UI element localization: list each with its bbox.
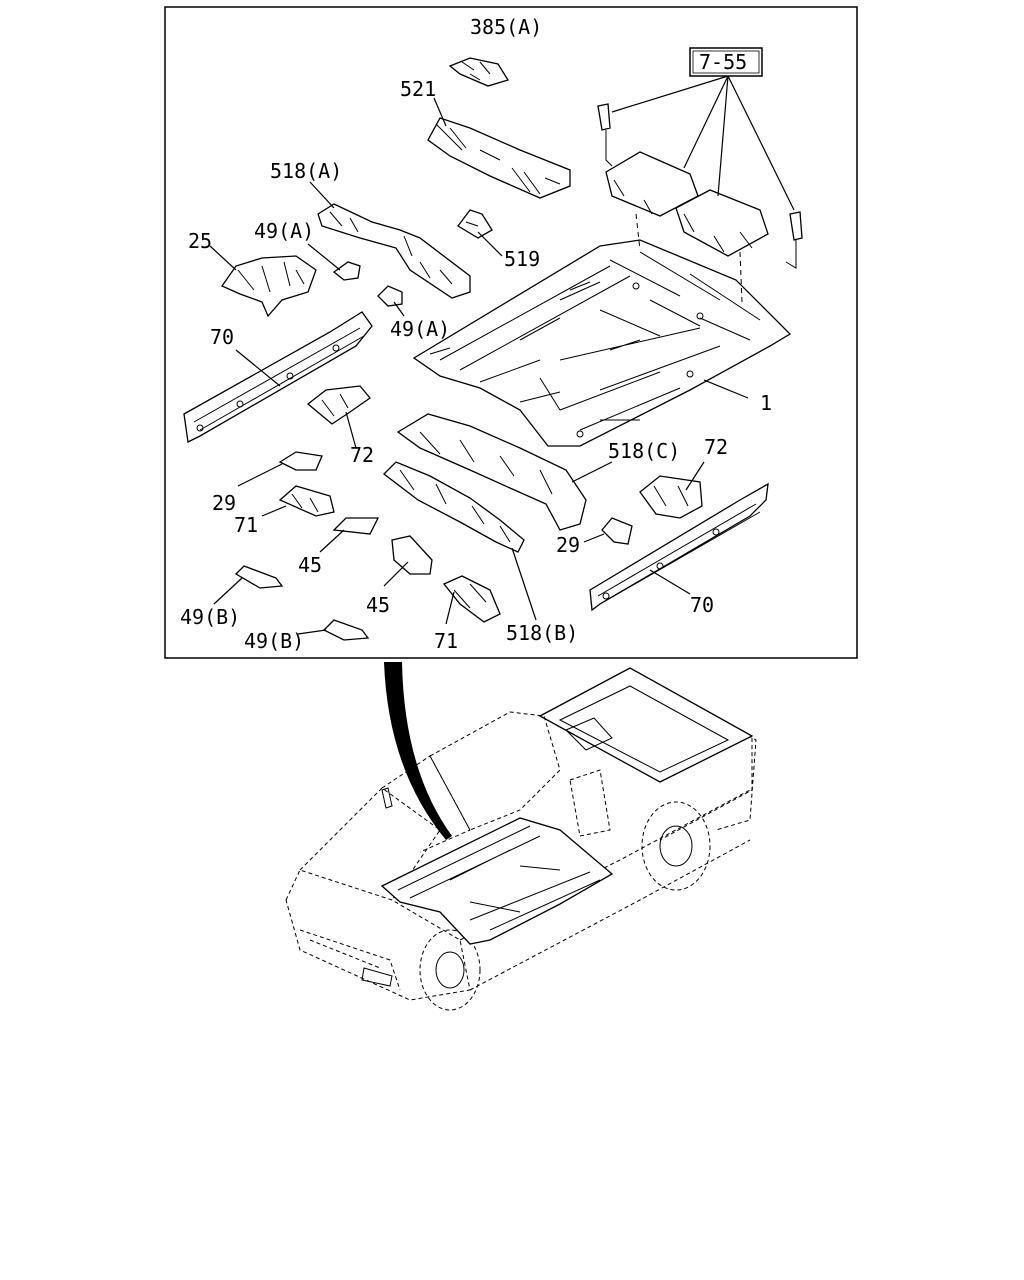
- callout-385a: 385(A): [470, 15, 542, 39]
- part-29-left-bracket: [278, 451, 323, 471]
- part-518b-member: [383, 461, 525, 553]
- callout-7-55: 7-55: [699, 50, 747, 74]
- callout-71-bottom: 71: [434, 629, 458, 653]
- callout-518a: 518(A): [270, 159, 342, 183]
- part-7-55-brackets: [597, 103, 803, 303]
- part-518c-member: [396, 413, 587, 531]
- callout-521: 521: [400, 77, 436, 101]
- part-49a-clip-upper: [332, 261, 361, 281]
- callout-45-lower: 45: [366, 593, 390, 617]
- part-385a-bracket: [448, 57, 510, 87]
- part-25-bracket: [221, 255, 317, 318]
- callout-70-left: 70: [210, 325, 234, 349]
- callout-25: 25: [188, 229, 212, 253]
- callout-71-left: 71: [234, 513, 258, 537]
- callout-72-left: 72: [350, 443, 374, 467]
- part-1-floor-panel: [412, 239, 792, 447]
- part-45-upper-bracket: [332, 517, 380, 535]
- part-49b-clip-upper: [234, 565, 284, 589]
- part-518a-member: [317, 203, 471, 299]
- callout-1: 1: [760, 391, 772, 415]
- pickup-truck-illustration: [285, 667, 757, 1011]
- location-pointer: [384, 662, 452, 840]
- part-71-left-bracket: [278, 485, 335, 517]
- part-45-lower-bracket: [391, 535, 433, 575]
- part-72-left-bracket: [306, 385, 371, 425]
- part-519-bracket: [457, 209, 493, 239]
- part-49a-clip-lower: [377, 285, 403, 307]
- callout-29-left: 29: [212, 491, 236, 515]
- part-70-right-rail: [589, 482, 769, 612]
- part-49b-clip-lower: [322, 619, 370, 641]
- callout-49a-lower: 49(A): [390, 317, 450, 341]
- part-29-right-bracket: [601, 517, 633, 545]
- part-72-right-bracket: [639, 475, 703, 519]
- callout-519: 519: [504, 247, 540, 271]
- callout-29-right: 29: [556, 533, 580, 557]
- diagram-frame: [164, 6, 858, 659]
- callout-518c: 518(C): [608, 439, 680, 463]
- part-71-bottom-bracket: [442, 575, 501, 623]
- callout-70-right: 70: [690, 593, 714, 617]
- callout-49a-upper: 49(A): [254, 219, 314, 243]
- leader-lines: [209, 75, 795, 635]
- part-521-crossmember: [427, 117, 571, 199]
- callout-518b: 518(B): [506, 621, 578, 645]
- callout-49b-upper: 49(B): [180, 605, 240, 629]
- callout-45-upper: 45: [298, 553, 322, 577]
- part-70-left-rail: [183, 311, 373, 443]
- ref-box-7-55: 7-55: [689, 47, 763, 77]
- callout-49b-lower: 49(B): [244, 629, 304, 653]
- callout-72-right: 72: [704, 435, 728, 459]
